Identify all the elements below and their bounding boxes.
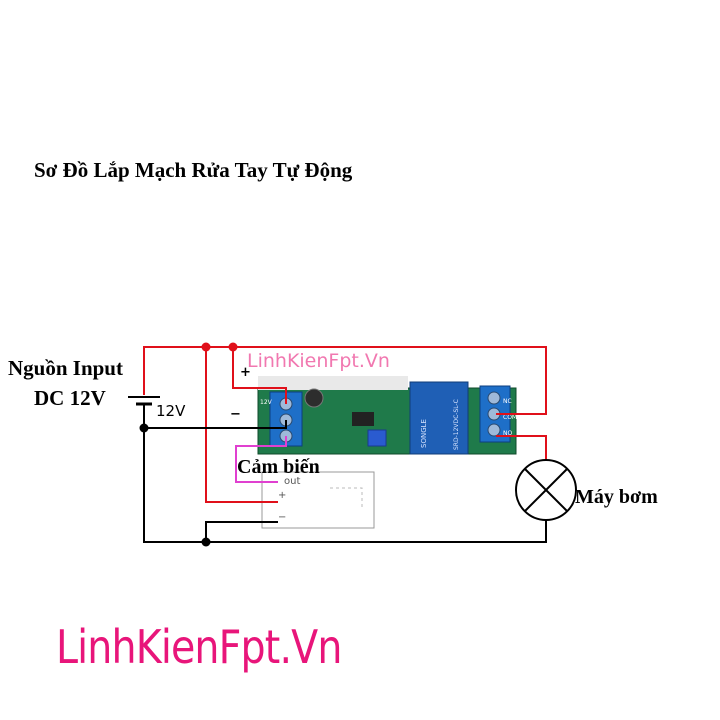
pump-lamp-symbol bbox=[515, 459, 577, 521]
relay-module-board: SONGLE SRD-12VDC-SL-C NC COM NO 12V bbox=[257, 376, 517, 455]
pin-com: COM bbox=[503, 414, 517, 421]
relay-model: SRD-12VDC-SL-C bbox=[453, 399, 460, 450]
sensor-pin-plus: + bbox=[278, 490, 286, 501]
pin-no: NO bbox=[503, 430, 512, 437]
junction-dot bbox=[201, 537, 211, 547]
sensor-pin-out: out bbox=[284, 476, 300, 487]
pump-label: Máy bơm bbox=[575, 486, 658, 508]
minus-sign: − bbox=[230, 407, 241, 422]
power-label-line2: DC 12V bbox=[34, 386, 106, 410]
ic-chip bbox=[352, 412, 374, 426]
power-label-line1: Nguồn Input bbox=[8, 356, 123, 380]
positive-wires bbox=[143, 346, 547, 503]
sensor-label: Cảm biến bbox=[237, 456, 320, 478]
watermark-text: LinhKienFpt.Vn bbox=[247, 350, 390, 372]
junction-dot bbox=[201, 342, 211, 352]
sensor-pin-minus: − bbox=[278, 512, 286, 523]
voltage-label: 12V bbox=[156, 402, 186, 420]
negative-wires bbox=[143, 405, 547, 543]
page-title: Sơ Đồ Lắp Mạch Rửa Tay Tự Động bbox=[34, 158, 353, 182]
battery-symbol bbox=[128, 396, 160, 406]
signal-wire bbox=[235, 436, 287, 483]
relay-brand: SONGLE bbox=[420, 419, 428, 448]
brand-logo-text[interactable]: LinhKienFpt.Vn bbox=[56, 620, 342, 674]
junction-dot bbox=[228, 342, 238, 352]
pin-12v: 12V bbox=[260, 399, 273, 406]
capacitor bbox=[304, 388, 324, 408]
plus-sign: + bbox=[240, 365, 251, 380]
pin-nc: NC bbox=[503, 398, 512, 405]
sensor-module: out + − bbox=[261, 471, 375, 529]
potentiometer bbox=[367, 429, 387, 447]
relay bbox=[409, 381, 469, 455]
junction-dot bbox=[139, 423, 149, 433]
